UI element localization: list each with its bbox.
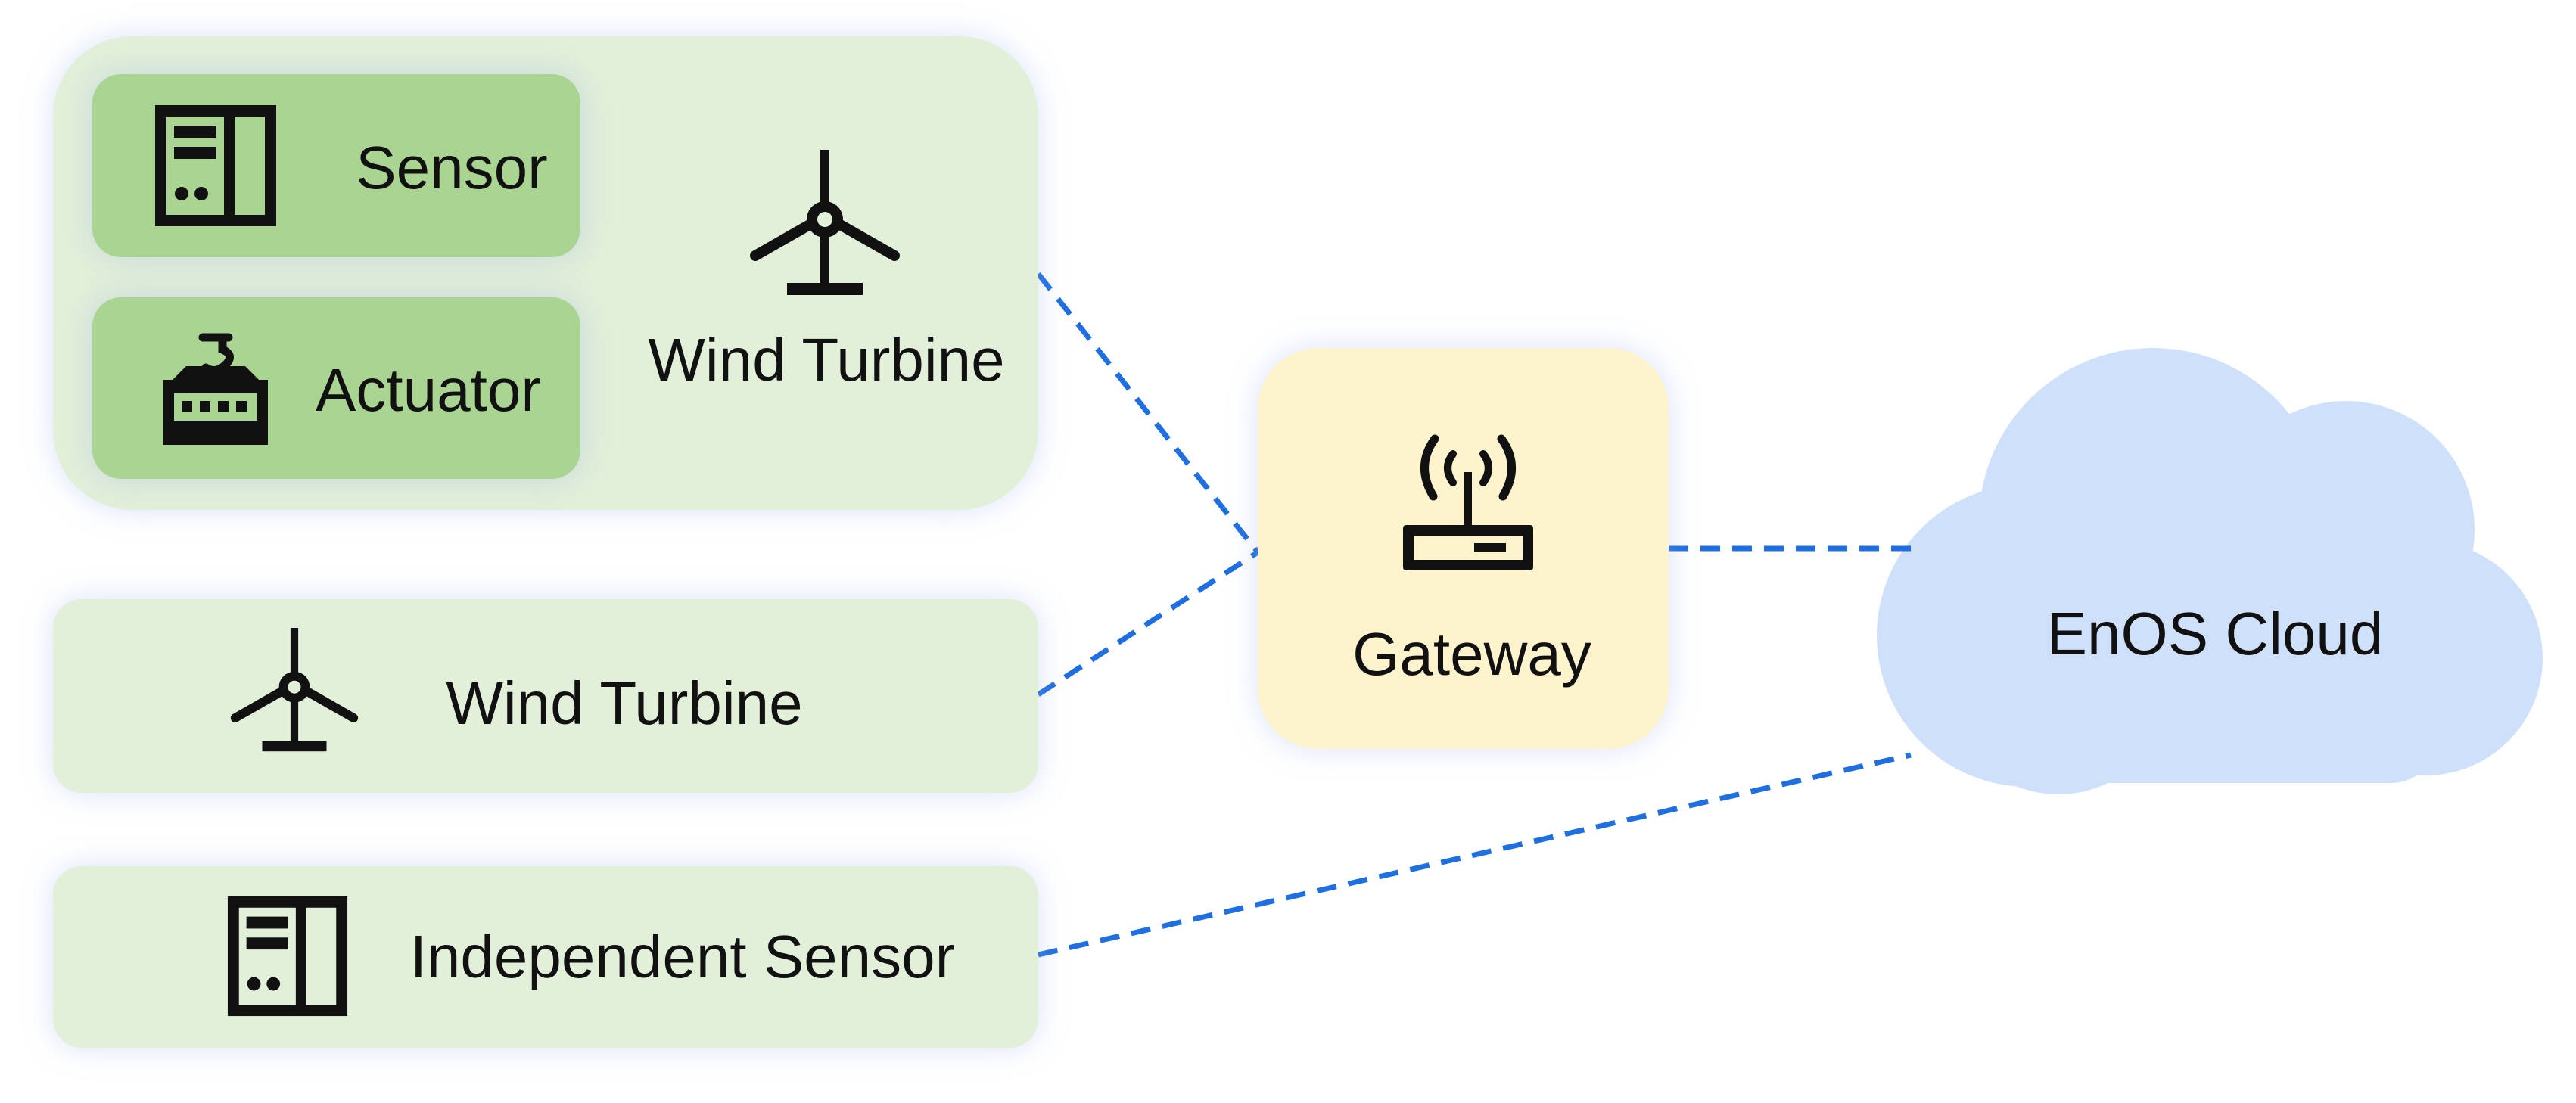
- actuator-icon: [163, 333, 268, 445]
- wind-turbine-icon: [230, 628, 359, 752]
- gateway-label: Gateway: [1352, 620, 1591, 688]
- wind-turbine-group-label: Wind Turbine: [648, 326, 1005, 393]
- sensor-label: Sensor: [356, 134, 548, 201]
- actuator-label: Actuator: [316, 356, 541, 424]
- router-icon: [1403, 434, 1533, 570]
- sensor-icon: [227, 896, 348, 1017]
- edge-independent-sensor-to-cloud: [1038, 752, 1912, 958]
- edge-group-turbine-to-gateway: [1036, 272, 1260, 555]
- independent-sensor-node[interactable]: [53, 866, 1038, 1048]
- sensor-icon: [155, 105, 276, 226]
- edge-standalone-turbine-to-gateway: [1037, 550, 1259, 697]
- independent-sensor-label: Independent Sensor: [409, 923, 956, 990]
- wind-turbine-icon: [750, 150, 900, 295]
- wind-turbine-standalone-node[interactable]: [53, 599, 1038, 793]
- wind-turbine-standalone-label: Wind Turbine: [446, 670, 803, 737]
- enos-cloud-label: EnOS Cloud: [2046, 600, 2384, 667]
